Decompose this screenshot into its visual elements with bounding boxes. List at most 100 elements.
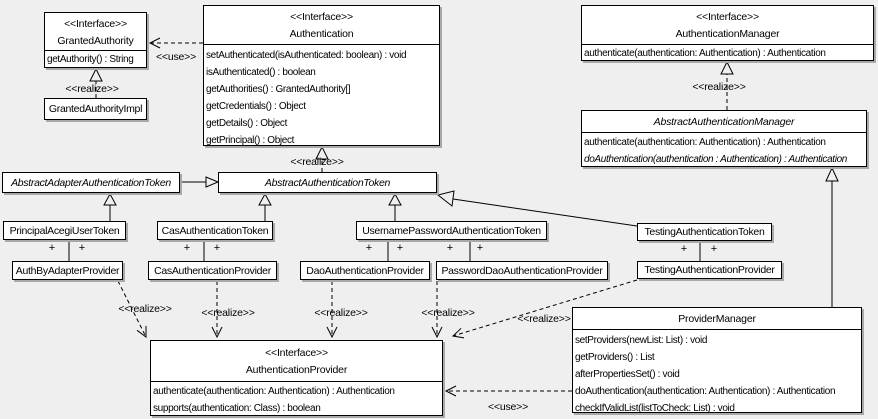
stereotype-label: <<Interface>> bbox=[64, 18, 127, 30]
triangle-icon bbox=[89, 67, 103, 82]
class-title: <<Interface>> AuthenticationProvider bbox=[151, 341, 442, 381]
class-testing-authentication-token: TestingAuthenticationToken bbox=[637, 223, 772, 241]
realize-triangles bbox=[89, 60, 734, 160]
class-name: AbstractAuthenticationToken bbox=[264, 176, 391, 189]
class-name: PrincipalAcegiUserToken bbox=[9, 224, 120, 237]
use-label: <<use>> bbox=[155, 51, 197, 63]
method: getCredentials() : Object bbox=[206, 101, 306, 112]
class-name: ProviderManager bbox=[678, 312, 756, 325]
method: getAuthorities() : GrantedAuthority[] bbox=[206, 84, 351, 95]
method: getProviders() : List bbox=[575, 352, 655, 363]
method: authenticate(authentication: Authenticat… bbox=[584, 48, 826, 59]
class-dao-authentication-provider: DaoAuthenticationProvider bbox=[300, 261, 430, 280]
realize-label: <<realize>> bbox=[118, 303, 172, 315]
class-name: TestingAuthenticationToken bbox=[644, 226, 765, 238]
stereotype-label: <<Interface>> bbox=[290, 11, 353, 23]
association-end-plus: + bbox=[476, 242, 484, 254]
class-name: PasswordDaoAuthenticationProvider bbox=[441, 264, 603, 277]
methods-compartment: authenticate(authentication: Authenticat… bbox=[151, 381, 442, 417]
class-title: <<Interface>> GrantedAuthority bbox=[45, 13, 146, 50]
triangle-icon bbox=[103, 192, 117, 206]
class-authentication: <<Interface>> Authentication setAuthenti… bbox=[203, 5, 440, 146]
class-name: TestingAuthenticationProvider bbox=[644, 264, 775, 276]
triangle-icon bbox=[315, 145, 329, 160]
class-provider-manager: ProviderManager setProviders(newList: Li… bbox=[572, 307, 862, 414]
association-edges bbox=[68, 240, 701, 261]
methods-compartment: authenticate(authentication: Authenticat… bbox=[582, 132, 866, 168]
triangle-icon bbox=[720, 60, 734, 75]
association-end-plus: + bbox=[183, 242, 191, 254]
methods-compartment: authenticate(authentication: Authenticat… bbox=[582, 44, 873, 62]
method: doAuthentication(authentication: Authent… bbox=[575, 386, 836, 397]
method: doAuthentication(authentication : Authen… bbox=[584, 154, 848, 165]
triangle-icon bbox=[258, 192, 272, 206]
triangle-icon bbox=[388, 192, 402, 206]
class-principal-acegi-user-token: PrincipalAcegiUserToken bbox=[3, 221, 126, 240]
realize-label: <<realize>> bbox=[692, 81, 746, 93]
class-name: CasAuthenticationToken bbox=[161, 224, 269, 237]
realize-label: <<realize>> bbox=[517, 313, 571, 325]
association-end-plus: + bbox=[213, 242, 221, 254]
method: supports(authentication: Class) : boolea… bbox=[153, 403, 321, 414]
class-cas-authentication-provider: CasAuthenticationProvider bbox=[148, 261, 277, 280]
method: checkIfValidList(listToCheck: List) : vo… bbox=[575, 403, 735, 414]
method: setAuthenticated(isAuthenticated: boolea… bbox=[206, 50, 407, 61]
triangle-icon bbox=[825, 166, 839, 182]
realize-label: <<realize>> bbox=[314, 307, 368, 319]
class-abstract-adapter-authentication-token: AbstractAdapterAuthenticationToken bbox=[2, 172, 180, 193]
class-title: <<Interface>> AuthenticationManager bbox=[582, 6, 873, 44]
realize-label: <<realize>> bbox=[65, 83, 119, 95]
stereotype-label: <<Interface>> bbox=[265, 347, 328, 359]
class-auth-by-adapter-provider: AuthByAdapterProvider bbox=[12, 261, 123, 280]
class-name: GrantedAuthority bbox=[57, 35, 134, 47]
class-cas-authentication-token: CasAuthenticationToken bbox=[157, 221, 273, 240]
association-end-plus: + bbox=[365, 242, 373, 254]
class-name: AuthenticationProvider bbox=[245, 364, 348, 376]
triangle-icon bbox=[436, 190, 455, 207]
realize-edges-triangle bbox=[95, 74, 728, 172]
class-abstract-authentication-token: AbstractAuthenticationToken bbox=[218, 172, 437, 193]
class-title: <<Interface>> Authentication bbox=[204, 6, 439, 44]
association-end-plus: + bbox=[446, 242, 454, 254]
realize-label: <<realize>> bbox=[290, 156, 344, 168]
class-authentication-provider: <<Interface>> AuthenticationProvider aut… bbox=[150, 340, 443, 416]
dashed-arrow-edges bbox=[117, 37, 638, 397]
class-name: AbstractAdapterAuthenticationToken bbox=[11, 176, 171, 189]
triangle-icon bbox=[205, 176, 220, 188]
method: setProviders(newList: List) : void bbox=[575, 335, 708, 346]
method: getAuthority() : String bbox=[47, 54, 134, 65]
class-name: CasAuthenticationProvider bbox=[154, 264, 271, 277]
class-name: UsernamePasswordAuthenticationToken bbox=[362, 224, 541, 237]
stereotype-label: <<Interface>> bbox=[696, 11, 759, 23]
method: authenticate(authentication: Authenticat… bbox=[153, 386, 395, 397]
class-authentication-manager: <<Interface>> AuthenticationManager auth… bbox=[581, 5, 874, 61]
realize-label: <<realize>> bbox=[421, 307, 475, 319]
association-end-plus: + bbox=[680, 243, 688, 255]
class-name: AuthByAdapterProvider bbox=[15, 264, 120, 277]
association-end-plus: + bbox=[78, 242, 86, 254]
generalization-triangles bbox=[103, 166, 839, 207]
class-name: GrantedAuthorityImpl bbox=[48, 103, 143, 115]
methods-compartment: getAuthority() : String bbox=[45, 50, 146, 69]
class-name: Authentication bbox=[289, 28, 354, 40]
methods-compartment: setAuthenticated(isAuthenticated: boolea… bbox=[204, 44, 439, 147]
realize-label: <<realize>> bbox=[201, 307, 255, 319]
use-label: <<use>> bbox=[487, 401, 529, 413]
class-abstract-authentication-manager: AbstractAuthenticationManager authentica… bbox=[581, 110, 867, 167]
method: getPrincipal() : Object bbox=[206, 135, 295, 146]
class-password-dao-authentication-provider: PasswordDaoAuthenticationProvider bbox=[436, 261, 608, 280]
method: getDetails() : Object bbox=[206, 118, 288, 129]
class-name: AbstractAuthenticationManager bbox=[653, 115, 795, 128]
class-granted-authority-impl: GrantedAuthorityImpl bbox=[44, 98, 147, 120]
class-username-password-authentication-token: UsernamePasswordAuthenticationToken bbox=[356, 221, 547, 240]
edge-authbyadapter-realize bbox=[117, 280, 147, 338]
method: isAuthenticated() : boolean bbox=[206, 67, 316, 78]
class-name: AuthenticationManager bbox=[675, 28, 780, 40]
method: afterPropertiesSet() : void bbox=[575, 369, 680, 380]
edge-testing-token-gen bbox=[452, 198, 638, 227]
method: authenticate(authentication: Authenticat… bbox=[584, 137, 826, 148]
class-granted-authority: <<Interface>> GrantedAuthority getAuthor… bbox=[44, 12, 147, 68]
class-testing-authentication-provider: TestingAuthenticationProvider bbox=[637, 261, 782, 279]
